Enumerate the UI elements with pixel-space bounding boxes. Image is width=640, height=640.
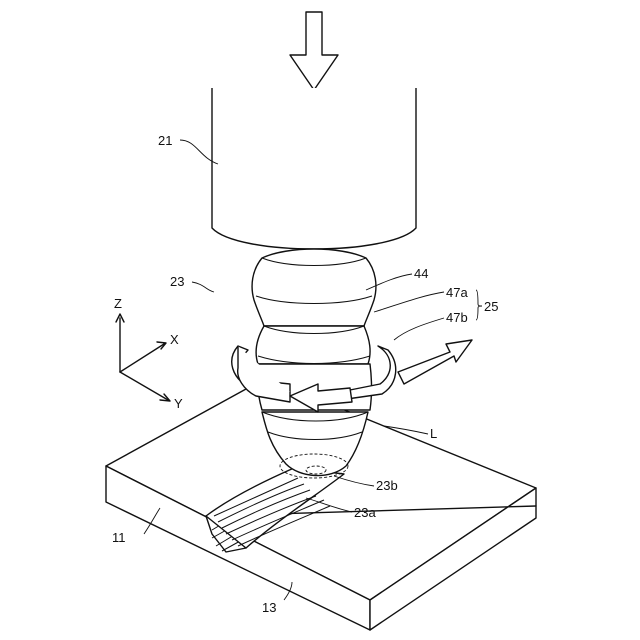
label-shoulder-a: 47a [446, 285, 468, 300]
axis-z-label: Z [114, 296, 122, 311]
label-joint-line: L [430, 426, 437, 441]
axis-triad: Z X Y [114, 296, 183, 411]
label-tool-body: 44 [414, 266, 428, 281]
axis-x-label: X [170, 332, 179, 347]
travel-direction-arrow [398, 340, 472, 384]
axis-y-label: Y [174, 396, 183, 411]
label-shoulder-b: 47b [446, 310, 468, 325]
label-workpiece-lower: 13 [262, 600, 276, 615]
label-tool: 23 [170, 274, 184, 289]
label-tool-holder: 21 [158, 133, 172, 148]
label-shoulder-end: 23a [354, 505, 376, 520]
label-workpiece-upper: 11 [112, 530, 126, 545]
label-probe-tip: 23b [376, 478, 398, 493]
label-shoulder-group: 25 [484, 299, 498, 314]
down-force-arrow [290, 12, 338, 90]
tool-holder [212, 88, 416, 249]
